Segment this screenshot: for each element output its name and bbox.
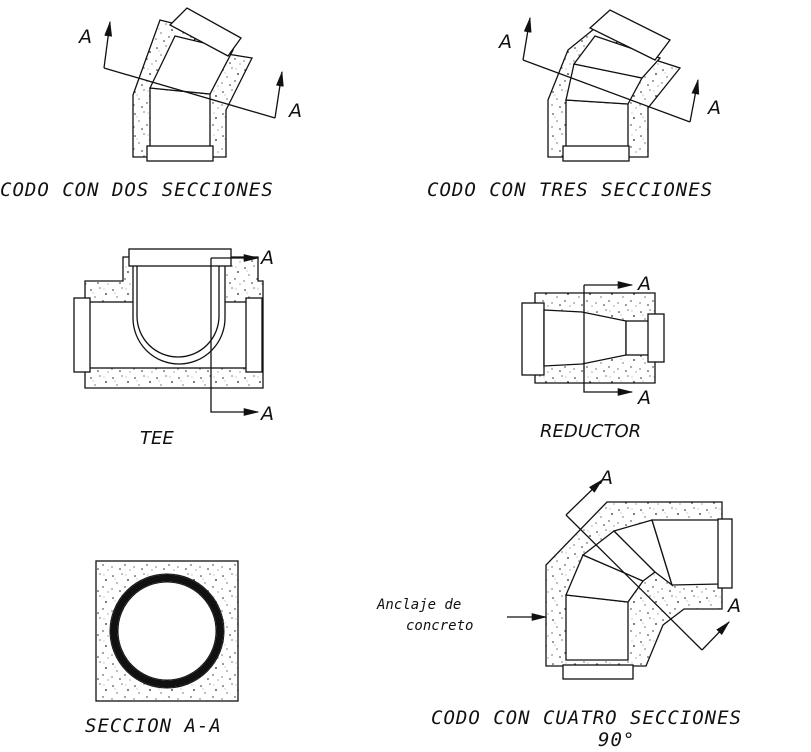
codo-dos-secciones: A A CODO CON DOS SECCIONES — [0, 7, 302, 201]
section-mark: A — [259, 403, 274, 425]
note-anclaje-2: concreto — [406, 618, 473, 634]
pipe-bell — [73, 297, 91, 373]
tee: A A TEE — [73, 247, 274, 449]
note-anclaje-1: Anclaje de — [376, 597, 461, 613]
codo-cuatro-secciones: A A Anclaje de concreto CODO CON CUATRO … — [376, 467, 742, 751]
pipe-segment — [625, 320, 651, 356]
section-line — [522, 16, 532, 61]
section-line — [103, 20, 113, 69]
pipe-bell — [588, 9, 671, 61]
section-line — [689, 78, 700, 123]
pipe-bell — [146, 145, 214, 162]
section-mark: A — [726, 595, 741, 617]
caption-reductor: REDUCTOR — [540, 421, 641, 442]
section-mark: A — [598, 467, 613, 489]
pipe-bell — [717, 518, 733, 589]
pipe-inner — [136, 264, 220, 358]
section-line — [701, 621, 730, 651]
pipe-bell — [562, 664, 634, 680]
pipe-bell — [562, 145, 630, 162]
pipe-wall — [110, 574, 224, 688]
pipe-branch — [132, 263, 226, 365]
section-mark: A — [636, 273, 651, 295]
section-mark: A — [287, 100, 302, 122]
section-line — [274, 70, 284, 119]
section-line — [565, 479, 603, 516]
section-mark: A — [636, 387, 651, 409]
caption-codo-cuatro-1: CODO CON CUATRO SECCIONES — [431, 707, 742, 729]
pipe-inner — [117, 581, 217, 681]
seccion-a-a: SECCION A-A — [85, 560, 239, 737]
codo-tres-secciones: A A CODO CON TRES SECCIONES — [427, 9, 721, 201]
section-mark: A — [706, 97, 721, 119]
reductor: A A REDUCTOR — [521, 273, 665, 442]
pipe-outer — [109, 573, 225, 689]
pipe-segment — [565, 594, 629, 661]
section-mark: A — [77, 26, 92, 48]
pipe-bell — [168, 7, 242, 57]
section-mark: A — [259, 247, 274, 269]
caption-codo-dos: CODO CON DOS SECCIONES — [0, 179, 274, 201]
pipe-bell — [521, 302, 545, 376]
caption-codo-cuatro-2: 90° — [598, 729, 635, 751]
section-line — [583, 285, 634, 396]
section-line — [565, 514, 703, 651]
pipe-reducer — [543, 309, 627, 367]
caption-seccion: SECCION A-A — [85, 715, 222, 737]
section-line — [522, 59, 691, 123]
caption-tee: TEE — [140, 428, 174, 449]
section-line — [210, 258, 260, 416]
pipe-bell — [245, 297, 263, 373]
pipe-segment — [572, 35, 662, 79]
section-line — [103, 67, 276, 119]
section-mark: A — [497, 31, 512, 53]
pipe-segment — [565, 99, 629, 149]
pipe-bell — [647, 313, 665, 363]
caption-codo-tres: CODO CON TRES SECCIONES — [427, 179, 713, 201]
